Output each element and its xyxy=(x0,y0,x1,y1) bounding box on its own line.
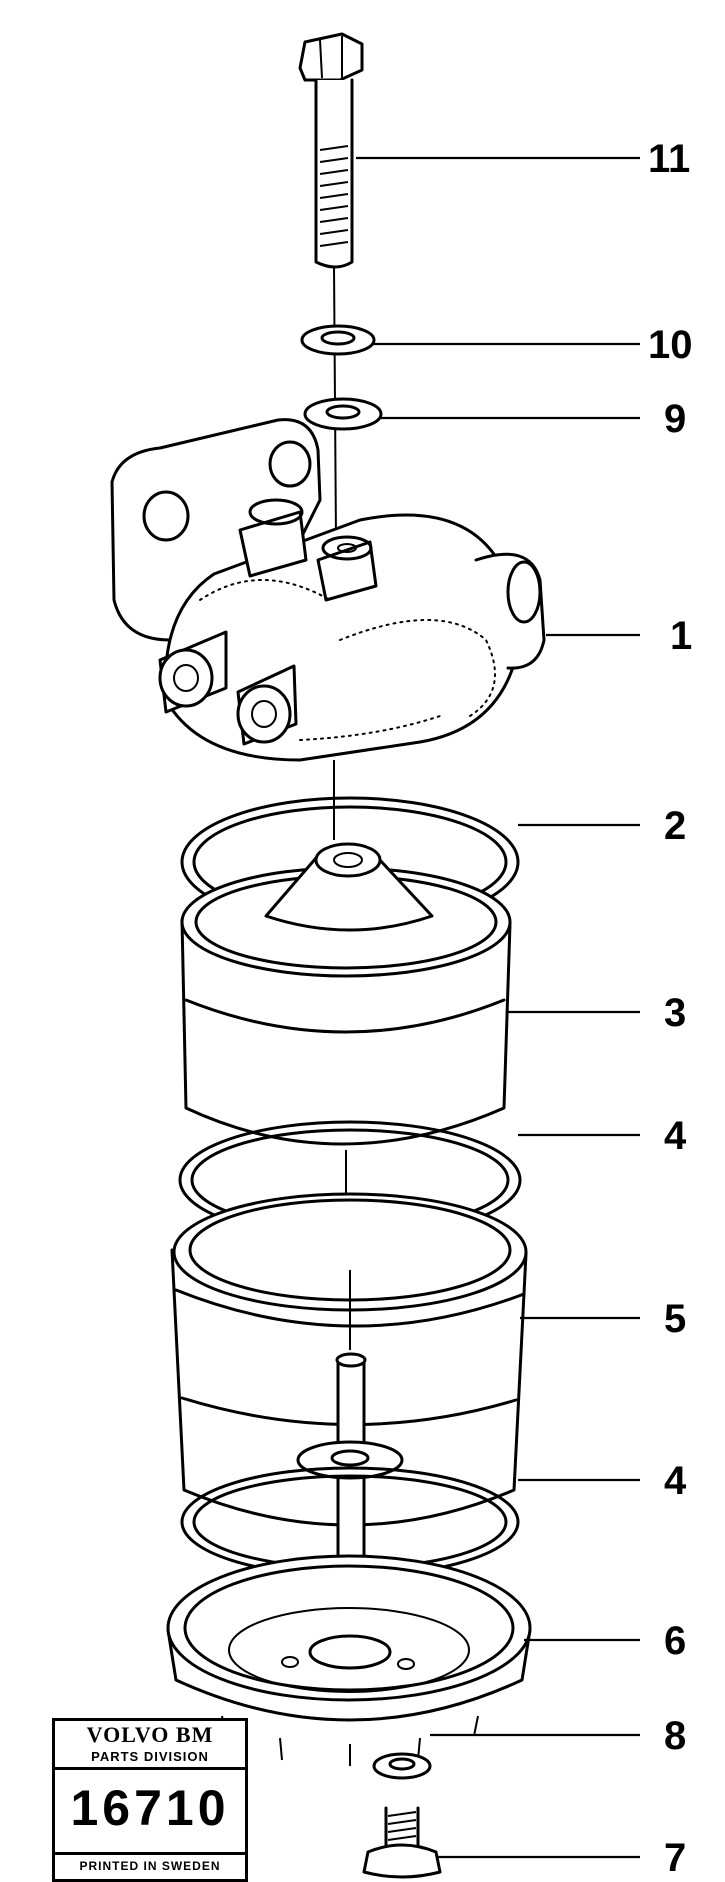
callout-5: 5 xyxy=(664,1297,686,1341)
callout-4-upper: 4 xyxy=(664,1114,687,1158)
callout-7: 7 xyxy=(664,1836,686,1880)
callout-1: 1 xyxy=(670,614,692,658)
stamp-footer: PRINTED IN SWEDEN xyxy=(55,1852,245,1879)
callout-10: 10 xyxy=(648,323,693,367)
callout-4-lower: 4 xyxy=(664,1459,687,1503)
callout-8: 8 xyxy=(664,1714,686,1758)
stamp-number: 16710 xyxy=(70,1780,230,1836)
drain-plug-part xyxy=(362,1806,442,1879)
washer-upper-part xyxy=(300,324,376,356)
bottom-cover-part xyxy=(166,1554,532,1766)
washer-lower-part xyxy=(303,397,383,431)
stamp-brand: VOLVO BM xyxy=(86,1722,214,1747)
filter-element-part xyxy=(180,842,512,1200)
callout-11: 11 xyxy=(648,137,690,181)
leader-lines xyxy=(356,156,640,1859)
callout-2: 2 xyxy=(664,804,686,848)
drain-washer-part xyxy=(372,1752,432,1780)
parts-division-stamp: VOLVO BM PARTS DIVISION 16710 PRINTED IN… xyxy=(52,1718,248,1882)
stamp-division: PARTS DIVISION xyxy=(55,1749,245,1770)
callout-3: 3 xyxy=(664,991,686,1035)
bolt-part xyxy=(298,32,364,541)
filter-head-part xyxy=(110,418,546,840)
callout-6: 6 xyxy=(664,1619,686,1663)
bowl-part xyxy=(170,1192,528,1602)
callout-9: 9 xyxy=(664,397,686,441)
callout-labels: 11 10 9 1 2 3 4 5 4 6 8 7 xyxy=(648,137,693,1880)
